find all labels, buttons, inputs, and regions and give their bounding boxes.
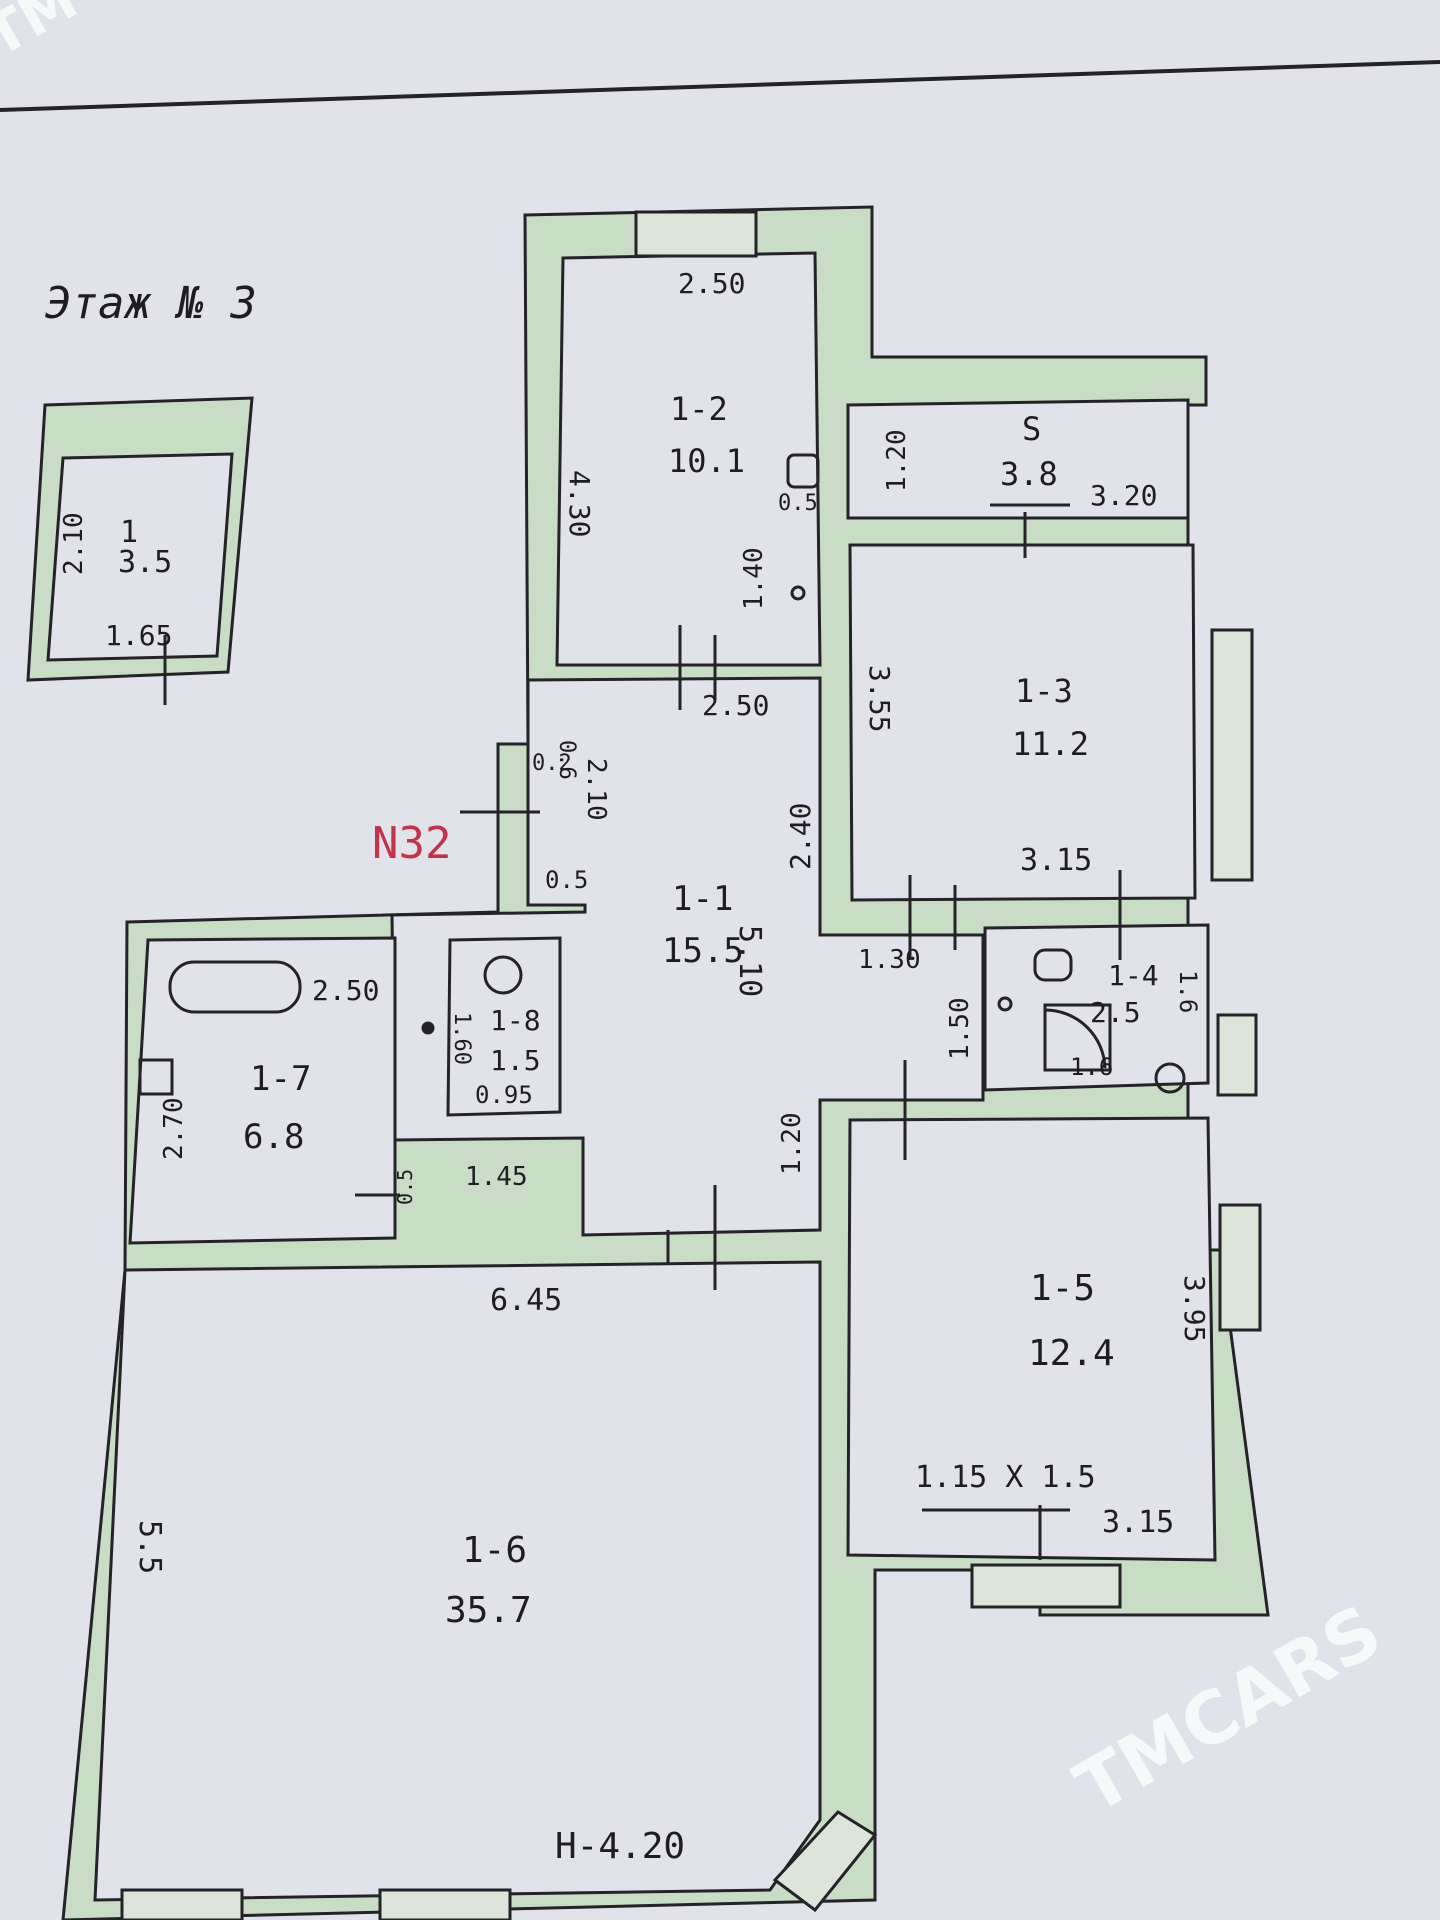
window-1-2 bbox=[634, 210, 758, 258]
dim-1-4-door: 1.50 bbox=[945, 997, 975, 1060]
window-1-6-a bbox=[120, 1888, 244, 1920]
dim-1-4-side: 1.6 bbox=[1174, 970, 1202, 1013]
dim-1-8-width: 0.95 bbox=[475, 1081, 533, 1109]
window-1-4 bbox=[1216, 1013, 1258, 1097]
room-s-area: 3.8 bbox=[1000, 455, 1058, 493]
dim-1-2-riser: 0.5 bbox=[778, 491, 818, 516]
dim-1-2-bottom: 2.50 bbox=[702, 689, 769, 722]
dim-1-1-bath: 1.30 bbox=[858, 945, 921, 975]
room-1-2-id: 1-2 bbox=[670, 390, 728, 428]
window-1-5-bottom bbox=[970, 1563, 1122, 1609]
dim-1-1-jamb: 0.6 bbox=[554, 740, 579, 780]
room-1-5-area: 12.4 bbox=[1028, 1333, 1115, 1374]
shower-arc-icon bbox=[1044, 1008, 1107, 1069]
dim-1-7-width: 2.50 bbox=[312, 974, 379, 1007]
room-1-6-area: 35.7 bbox=[445, 1590, 532, 1631]
room-1-8-floor bbox=[446, 936, 562, 1117]
room-1-2-area: 10.1 bbox=[668, 442, 745, 480]
room-1-6-id: 1-6 bbox=[462, 1530, 527, 1571]
room-1-block bbox=[26, 396, 254, 705]
room-s-floor bbox=[846, 398, 1190, 520]
dim-1-3-side: 3.55 bbox=[863, 665, 896, 732]
dim-room-1-height: 2.10 bbox=[59, 512, 89, 575]
paper-edge-line bbox=[0, 60, 1440, 112]
window-1-3 bbox=[1210, 628, 1254, 882]
sink-icon bbox=[138, 1058, 174, 1096]
drain-icon bbox=[421, 1021, 435, 1035]
room-1-4-floor bbox=[983, 923, 1210, 1092]
window-1-6-bay bbox=[772, 1810, 878, 1913]
room-1-4-id: 1-4 bbox=[1108, 959, 1159, 992]
dim-s-width: 3.20 bbox=[1090, 479, 1157, 512]
dim-1-1-end: 1.20 bbox=[777, 1112, 807, 1175]
dim-1-6-depth: 5.5 bbox=[132, 1520, 167, 1574]
room-1-8-area: 1.5 bbox=[490, 1044, 541, 1077]
room-1-5-floor bbox=[846, 1116, 1217, 1562]
dim-1-4-shower: 1.6 bbox=[1070, 1053, 1113, 1081]
room-1-1-id: 1-1 bbox=[672, 879, 733, 919]
room-1-3-floor bbox=[848, 543, 1197, 902]
dimension-labels: 2.10 1.65 2.50 4.30 1.40 0.5 2.50 1.20 3… bbox=[59, 267, 1211, 1574]
dim-1-3-bottom: 3.15 bbox=[1020, 843, 1092, 878]
room-1-6-floor bbox=[93, 1260, 822, 1902]
room-1-area: 3.5 bbox=[118, 545, 172, 580]
dim-1-1-side: 2.40 bbox=[784, 803, 817, 870]
brand-watermark: TMCARS bbox=[1062, 1589, 1396, 1830]
dim-1-5-bottom: 3.15 bbox=[1102, 1505, 1174, 1540]
shaft-icon bbox=[997, 996, 1013, 1012]
dim-1-2-top: 2.50 bbox=[678, 267, 745, 300]
room-s-id: S bbox=[1022, 410, 1041, 448]
toilet-1-8-icon bbox=[483, 955, 523, 995]
window-1-5 bbox=[1218, 1203, 1262, 1332]
windows bbox=[120, 210, 1262, 1920]
basin-1-4-icon bbox=[1154, 1062, 1186, 1094]
fixtures bbox=[138, 453, 1186, 1096]
toilet-1-4-icon bbox=[1033, 948, 1073, 982]
room-1-7-area: 6.8 bbox=[243, 1117, 304, 1157]
room-1-5-id: 1-5 bbox=[1030, 1268, 1095, 1309]
room-1-1-area: 15.5 bbox=[662, 931, 744, 971]
shower-tray-icon bbox=[1043, 1003, 1112, 1072]
room-1-7-floor bbox=[128, 936, 397, 1245]
shaft-1-2-icon bbox=[790, 585, 806, 601]
corner-watermark: TM bbox=[0, 0, 88, 70]
dim-1-8-closet: 1.45 bbox=[465, 1162, 528, 1192]
dim-1-2-side: 4.30 bbox=[563, 470, 596, 537]
dim-s-depth: 1.20 bbox=[882, 429, 912, 492]
room-1-3-id: 1-3 bbox=[1015, 672, 1073, 710]
dim-1-5-wardrobe: 1.15 X 1.5 bbox=[915, 1460, 1096, 1495]
window-1-6-b bbox=[378, 1888, 512, 1920]
door-marks bbox=[355, 503, 1122, 1560]
dim-1-6-width: 6.45 bbox=[490, 1283, 562, 1318]
dim-1-8-depth: 1.60 bbox=[449, 1012, 474, 1065]
bathtub-icon bbox=[168, 960, 302, 1014]
dim-1-1-length: 5.10 bbox=[732, 925, 767, 997]
dim-room-1-width: 1.65 bbox=[105, 619, 172, 652]
dim-1-5-side: 3.95 bbox=[1178, 1275, 1211, 1342]
riser-icon bbox=[786, 453, 820, 489]
dim-1-1-wall: 0.2 bbox=[532, 751, 572, 776]
dim-1-7-depth: 2.70 bbox=[159, 1097, 189, 1160]
room-1-4-area: 2.5 bbox=[1090, 996, 1141, 1029]
ceiling-height: H-4.20 bbox=[555, 1826, 685, 1867]
room-1-3-area: 11.2 bbox=[1012, 725, 1089, 763]
dim-1-2-niche: 1.40 bbox=[739, 547, 769, 610]
page-title: Этаж № 3 bbox=[45, 278, 257, 329]
dim-1-8-wall: 0.5 bbox=[393, 1169, 417, 1205]
room-1-7-id: 1-7 bbox=[250, 1059, 311, 1099]
room-1-id: 1 bbox=[120, 515, 138, 550]
room-labels: 1 3.5 1-2 10.1 S 3.8 1-3 11.2 1-1 15.5 1… bbox=[118, 390, 1159, 1631]
dim-1-1-door: 0.5 bbox=[545, 866, 588, 894]
apartment-number: N32 bbox=[372, 818, 451, 869]
room-1-8-id: 1-8 bbox=[490, 1004, 541, 1037]
dim-1-1-entry: 2.10 bbox=[581, 758, 611, 821]
room-interiors bbox=[93, 251, 1217, 1902]
